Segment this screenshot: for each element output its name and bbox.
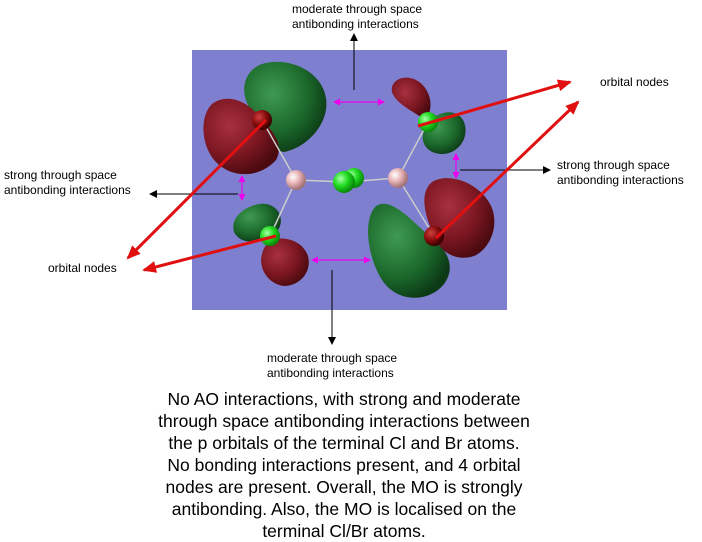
lobe-green-bottom-right — [368, 203, 450, 298]
node-arrow-lower-left — [142, 234, 277, 273]
caption-line-5: nodes are present. Overall, the MO is st… — [165, 477, 523, 497]
node-arrow-long-left — [126, 118, 268, 260]
node-arrow-long-right — [434, 100, 580, 240]
label-moderate-top: moderate through space antibonding inter… — [292, 2, 422, 32]
node-arrows — [126, 79, 580, 273]
interaction-arrows — [238, 98, 460, 264]
label-strong-right: strong through space antibonding interac… — [557, 158, 684, 188]
molecule-atoms — [252, 110, 444, 246]
label-strong-left-line-2: antibonding interactions — [4, 183, 131, 197]
caption-line-6: antibonding. Also, the MO is localised o… — [171, 499, 517, 519]
label-moderate-bottom-line-1: moderate through space — [267, 351, 398, 365]
lobe-red-top-right — [391, 77, 431, 120]
node-arrow-upper-right — [417, 79, 572, 128]
label-orbital-nodes-left: orbital nodes — [48, 261, 117, 275]
caption-line-2: through space antibonding interactions b… — [158, 411, 530, 431]
label-moderate-top-line-2: antibonding interactions — [292, 17, 419, 31]
label-moderate-bottom: moderate through space antibonding inter… — [267, 351, 397, 381]
label-strong-right-line-1: strong through space — [557, 158, 670, 172]
label-orbital-nodes-right: orbital nodes — [600, 75, 669, 89]
atom-br-top-left — [252, 110, 272, 130]
atom-cl-bridge-front — [333, 171, 355, 193]
caption-line-4: No bonding interactions present, and 4 o… — [167, 455, 521, 475]
label-strong-left: strong through space antibonding interac… — [4, 168, 131, 198]
label-moderate-bottom-line-2: antibonding interactions — [267, 366, 394, 380]
molecule-bonds — [261, 119, 435, 237]
atom-b-left — [286, 170, 306, 190]
atom-b-right — [388, 168, 408, 188]
label-moderate-top-line-1: moderate through space — [292, 2, 423, 16]
label-strong-left-line-1: strong through space — [4, 168, 117, 182]
caption-line-1: No AO interactions, with strong and mode… — [167, 389, 521, 409]
label-strong-right-line-2: antibonding interactions — [557, 173, 684, 187]
atom-br-bottom-right — [424, 226, 444, 246]
caption-line-7: terminal Cl/Br atoms. — [262, 521, 426, 541]
caption-line-3: the p orbitals of the terminal Cl and Br… — [168, 433, 520, 453]
lobe-red-bottom-left — [261, 238, 309, 286]
caption: No AO interactions, with strong and mode… — [120, 388, 568, 542]
callout-arrows — [149, 33, 551, 345]
